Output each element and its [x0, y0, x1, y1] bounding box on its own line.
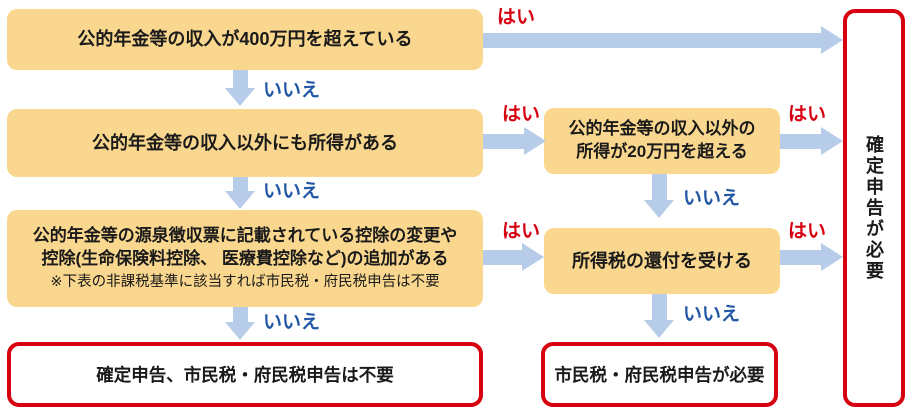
- arrow-q2-to-q2b: [483, 127, 546, 155]
- node-income-tax-refund: 所得税の還付を受ける: [544, 228, 780, 294]
- arrow-body: [232, 307, 248, 322]
- arrow-q3b-to-result-city: [644, 294, 674, 338]
- arrow-head: [225, 322, 255, 340]
- arrow-q1-to-q2: [225, 70, 255, 106]
- node-deduction-changes: 公的年金等の源泉徴収票に記載されている控除の変更や 控除(生命保険料控除、 医療…: [7, 210, 483, 307]
- arrow-body: [232, 70, 248, 88]
- arrow-q1-to-final: [483, 26, 843, 54]
- label-no-q2: いいえ: [263, 181, 321, 202]
- node-pension-income-over-4m: 公的年金等の収入が400万円を超えている: [7, 9, 483, 70]
- arrow-head: [524, 127, 546, 155]
- node-other-income-exists: 公的年金等の収入以外にも所得がある: [7, 109, 483, 177]
- label-yes-q2b: はい: [788, 104, 827, 125]
- label-yes-q3: はい: [502, 221, 541, 242]
- arrow-q2-to-q3: [225, 177, 255, 209]
- arrow-body: [483, 133, 524, 149]
- node-other-income-over-200k: 公的年金等の収入以外の 所得が20万円を超える: [544, 108, 780, 174]
- arrow-head: [225, 191, 255, 209]
- result-no-filing-required: 確定申告、市民税・府民税申告は不要: [7, 342, 483, 407]
- arrow-q3-to-result-none: [225, 307, 255, 340]
- label-no-q2b: いいえ: [683, 188, 741, 209]
- node-other-income-exists-label: 公的年金等の収入以外にも所得がある: [92, 132, 398, 153]
- arrow-head: [644, 320, 674, 338]
- arrow-head: [821, 127, 843, 155]
- arrow-q2b-to-final: [780, 127, 843, 155]
- result-city-tax-filing-required: 市民税・府民税申告が必要: [541, 342, 778, 407]
- node-other-income-over-200k-line2: 所得が20万円を超える: [576, 142, 748, 161]
- arrow-body: [780, 249, 821, 265]
- arrow-body: [483, 32, 821, 48]
- label-no-q1: いいえ: [263, 80, 321, 101]
- arrow-body: [780, 133, 821, 149]
- label-yes-q2: はい: [502, 104, 541, 125]
- label-no-q3b: いいえ: [683, 304, 741, 325]
- arrow-q2b-to-q3b: [644, 174, 674, 218]
- arrow-q3b-to-final: [780, 243, 843, 271]
- node-income-tax-refund-label: 所得税の還付を受ける: [572, 250, 752, 271]
- result-no-filing-required-label: 確定申告、市民税・府民税申告は不要: [96, 365, 394, 385]
- arrow-q3-to-q3b: [483, 243, 544, 271]
- node-other-income-over-200k-line1: 公的年金等の収入以外の: [568, 119, 756, 139]
- arrow-body: [651, 174, 667, 200]
- result-final-return-required-label: 確定申告が必要: [864, 134, 884, 282]
- arrow-body: [651, 294, 667, 320]
- label-no-q3: いいえ: [263, 312, 321, 333]
- node-deduction-changes-note: ※下表の非課税基準に該当すれば市民税・府民税申告は不要: [50, 273, 440, 290]
- arrow-head: [821, 26, 843, 54]
- label-yes-q3b: はい: [788, 221, 827, 242]
- node-deduction-changes-line2: 控除(生命保険料控除、 医療費控除など)の追加がある: [41, 248, 449, 268]
- node-pension-income-over-4m-label: 公的年金等の収入が400万円を超えている: [77, 29, 413, 50]
- node-deduction-changes-line1: 公的年金等の源泉徴収票に記載されている控除の変更や: [32, 225, 458, 245]
- result-city-tax-filing-required-label: 市民税・府民税申告が必要: [554, 365, 765, 385]
- arrow-head: [522, 243, 544, 271]
- arrow-head: [821, 243, 843, 271]
- arrow-body: [483, 249, 522, 265]
- arrow-head: [225, 88, 255, 106]
- label-yes-q1: はい: [497, 7, 536, 28]
- result-final-return-required: 確定申告が必要: [843, 9, 905, 407]
- arrow-head: [644, 200, 674, 218]
- arrow-body: [232, 177, 248, 191]
